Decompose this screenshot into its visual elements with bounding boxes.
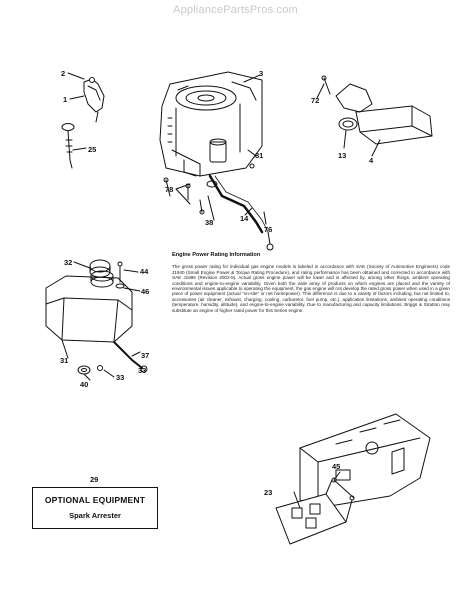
site-watermark: AppliancePartsPros.com <box>173 4 298 16</box>
callout-25: 25 <box>88 145 96 154</box>
optional-equipment-title: OPTIONAL EQUIPMENT <box>44 495 146 505</box>
callout-46: 46 <box>141 287 149 296</box>
info-title: Engine Power Rating Information <box>172 252 261 258</box>
callout-40: 40 <box>80 380 88 389</box>
callout-29: 29 <box>90 475 98 484</box>
callout-78: 78 <box>165 185 173 194</box>
throttle-control-part <box>61 77 105 169</box>
optional-equipment-box: OPTIONAL EQUIPMENT Spark Arrester <box>32 487 158 529</box>
callout-44: 44 <box>140 267 149 276</box>
callout-32: 32 <box>64 258 72 267</box>
callout-76: 76 <box>264 225 272 234</box>
callout-23: 23 <box>264 488 272 497</box>
info-body: The gross power rating for individual ga… <box>172 264 450 313</box>
callout-38: 38 <box>205 218 213 227</box>
callout-1: 1 <box>63 95 67 104</box>
spark-arrester-label: Spark Arrester <box>69 511 121 520</box>
engine-part <box>159 71 263 177</box>
fuel-tank-part <box>45 259 148 375</box>
frame-part <box>275 413 431 545</box>
engine-power-rating-info: Engine Power Rating Information The gros… <box>172 252 450 313</box>
callout-33-right: 33 <box>138 366 146 375</box>
callout-81: 81 <box>255 151 263 160</box>
callout-14: 14 <box>240 214 249 223</box>
callout-31: 31 <box>60 356 68 365</box>
muffler-part <box>321 75 433 145</box>
callout-33-lower: 33 <box>116 373 124 382</box>
callout-4: 4 <box>369 156 374 165</box>
callout-2: 2 <box>61 69 65 78</box>
callout-72: 72 <box>311 96 319 105</box>
callout-45: 45 <box>332 462 340 471</box>
callout-37: 37 <box>141 351 149 360</box>
callout-13: 13 <box>338 151 346 160</box>
callout-3: 3 <box>259 69 263 78</box>
